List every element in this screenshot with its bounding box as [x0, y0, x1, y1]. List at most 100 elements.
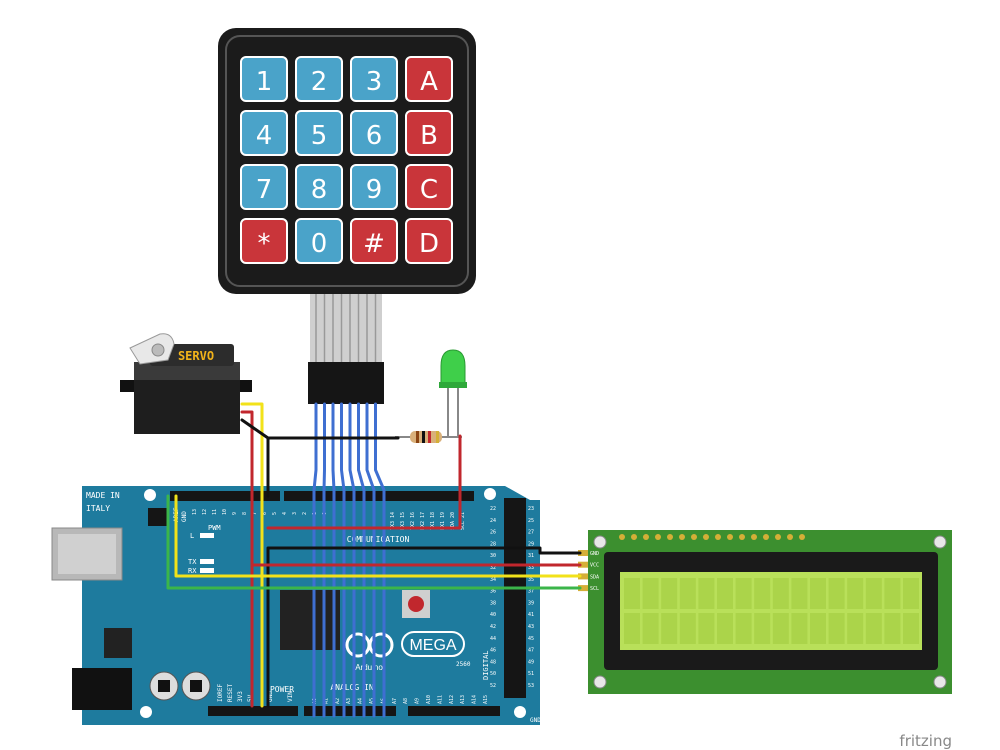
lcd-top-pin [619, 534, 625, 540]
key-5: 5 [295, 110, 343, 156]
lcd-cell [624, 578, 640, 609]
key-cap [240, 164, 288, 210]
lcd-cell [717, 578, 733, 609]
lcd-i2c-pin [578, 573, 588, 580]
led-rx-indicator [200, 568, 214, 573]
comm-pin-label: RX1 19 [440, 512, 446, 530]
digital-pin-label-b: 35 [528, 577, 534, 583]
digital-pin-label: 52 [490, 683, 496, 689]
lcd-cell [754, 578, 771, 609]
servo-ground-wire [240, 418, 270, 498]
lcd-top-pin [775, 534, 781, 540]
lcd-top-pin [703, 534, 709, 540]
digital-pin-label-b: 25 [528, 518, 534, 524]
arduino-logo: Arduino [345, 632, 394, 672]
analog-pin-label: A13 [460, 695, 466, 704]
comm-pin-label: RX2 17 [420, 512, 426, 530]
lcd-top-pin [715, 534, 721, 540]
key-cap [295, 218, 343, 264]
lcd-top-pin [727, 534, 733, 540]
key-D: D [405, 218, 453, 264]
digital-pin-label: 30 [490, 553, 496, 559]
servo-tab-left [120, 380, 134, 392]
logo-arduino-word: Arduino [355, 663, 383, 672]
comm-pin-label: SCL 21 [460, 512, 466, 530]
lcd-top-pin [631, 534, 637, 540]
key-3: 3 [350, 56, 398, 102]
label-gnd-top: GND [181, 511, 188, 522]
analog-pin-label: A5 [369, 698, 375, 704]
key-label: 8 [311, 175, 328, 205]
pwm-pin-label: 11 [212, 509, 218, 515]
digital-pin-label-b: 31 [528, 553, 534, 559]
lcd-top-pin [751, 534, 757, 540]
key-cap [405, 56, 453, 102]
lcd-hole-tl [593, 535, 607, 549]
pwm-pin-label: 6 [262, 512, 268, 515]
label-3v3: 3V3 [237, 691, 244, 702]
digital-pin-label: 50 [490, 671, 496, 677]
key-label: 2 [311, 67, 328, 97]
lcd-cell [791, 613, 808, 644]
lcd-cell [754, 613, 771, 644]
digital-pin-label: 28 [490, 541, 496, 547]
digital-pin-label: 32 [490, 565, 496, 571]
key-label: 9 [366, 175, 383, 205]
lcd-character-grid [624, 578, 919, 644]
lcd-cell [865, 578, 882, 609]
digital-pin-label-b: 49 [528, 659, 534, 665]
lcd-cell [642, 613, 659, 644]
key-2: 2 [295, 56, 343, 102]
key-C: C [405, 164, 453, 210]
keypad-ribbon-cable [308, 294, 384, 404]
lcd-cell [847, 613, 864, 644]
lcd-cell [679, 613, 696, 644]
key-cap [350, 218, 398, 264]
comm-pin-label: TX2 16 [410, 512, 416, 530]
lcd-hole-br [933, 675, 947, 689]
digital-pin-label-b: 45 [528, 636, 534, 642]
lcd-cell [661, 578, 678, 609]
mount-hole-br [514, 706, 526, 718]
key-#: # [350, 218, 398, 264]
servo-label: SERVO [178, 349, 214, 363]
pwm-pin-label: 13 [192, 509, 198, 515]
lcd-i2c-pin [578, 550, 588, 556]
lcd-top-pin [787, 534, 793, 540]
lcd-top-pins [619, 534, 805, 540]
pwm-pin-label: 10 [222, 509, 228, 515]
mount-hole-tl [144, 489, 156, 501]
digital-pin-label-b: 47 [528, 648, 534, 654]
mount-hole-bl [140, 706, 152, 718]
label-led-l: L [190, 532, 194, 540]
resistor [395, 431, 462, 443]
digital-pin-label: 26 [490, 530, 496, 536]
key-cap [240, 218, 288, 264]
label-power: POWER [270, 685, 294, 694]
lcd-cell [772, 613, 789, 644]
key-cap [240, 110, 288, 156]
key-label: 1 [256, 67, 273, 97]
resistor-band-2 [422, 431, 425, 443]
key-label: A [420, 67, 438, 97]
lcd-top-pin [763, 534, 769, 540]
servo-signal-wire [240, 402, 264, 708]
key-label: 5 [311, 121, 328, 151]
lcd-cell [642, 578, 659, 609]
key-label: 0 [311, 229, 328, 259]
analog-pin-label: A8 [403, 698, 409, 704]
resistor-band-1 [416, 431, 419, 443]
led-lens [440, 349, 466, 385]
key-label: D [419, 229, 439, 259]
pwm-pin-label: 3 [292, 512, 298, 515]
lcd-top-pin [691, 534, 697, 540]
digital-pin-label: 48 [490, 659, 496, 665]
key-label: 7 [256, 175, 273, 205]
key-label: 6 [366, 121, 383, 151]
analog-pin-label: A12 [449, 695, 455, 704]
led-signal-wire [266, 434, 462, 530]
